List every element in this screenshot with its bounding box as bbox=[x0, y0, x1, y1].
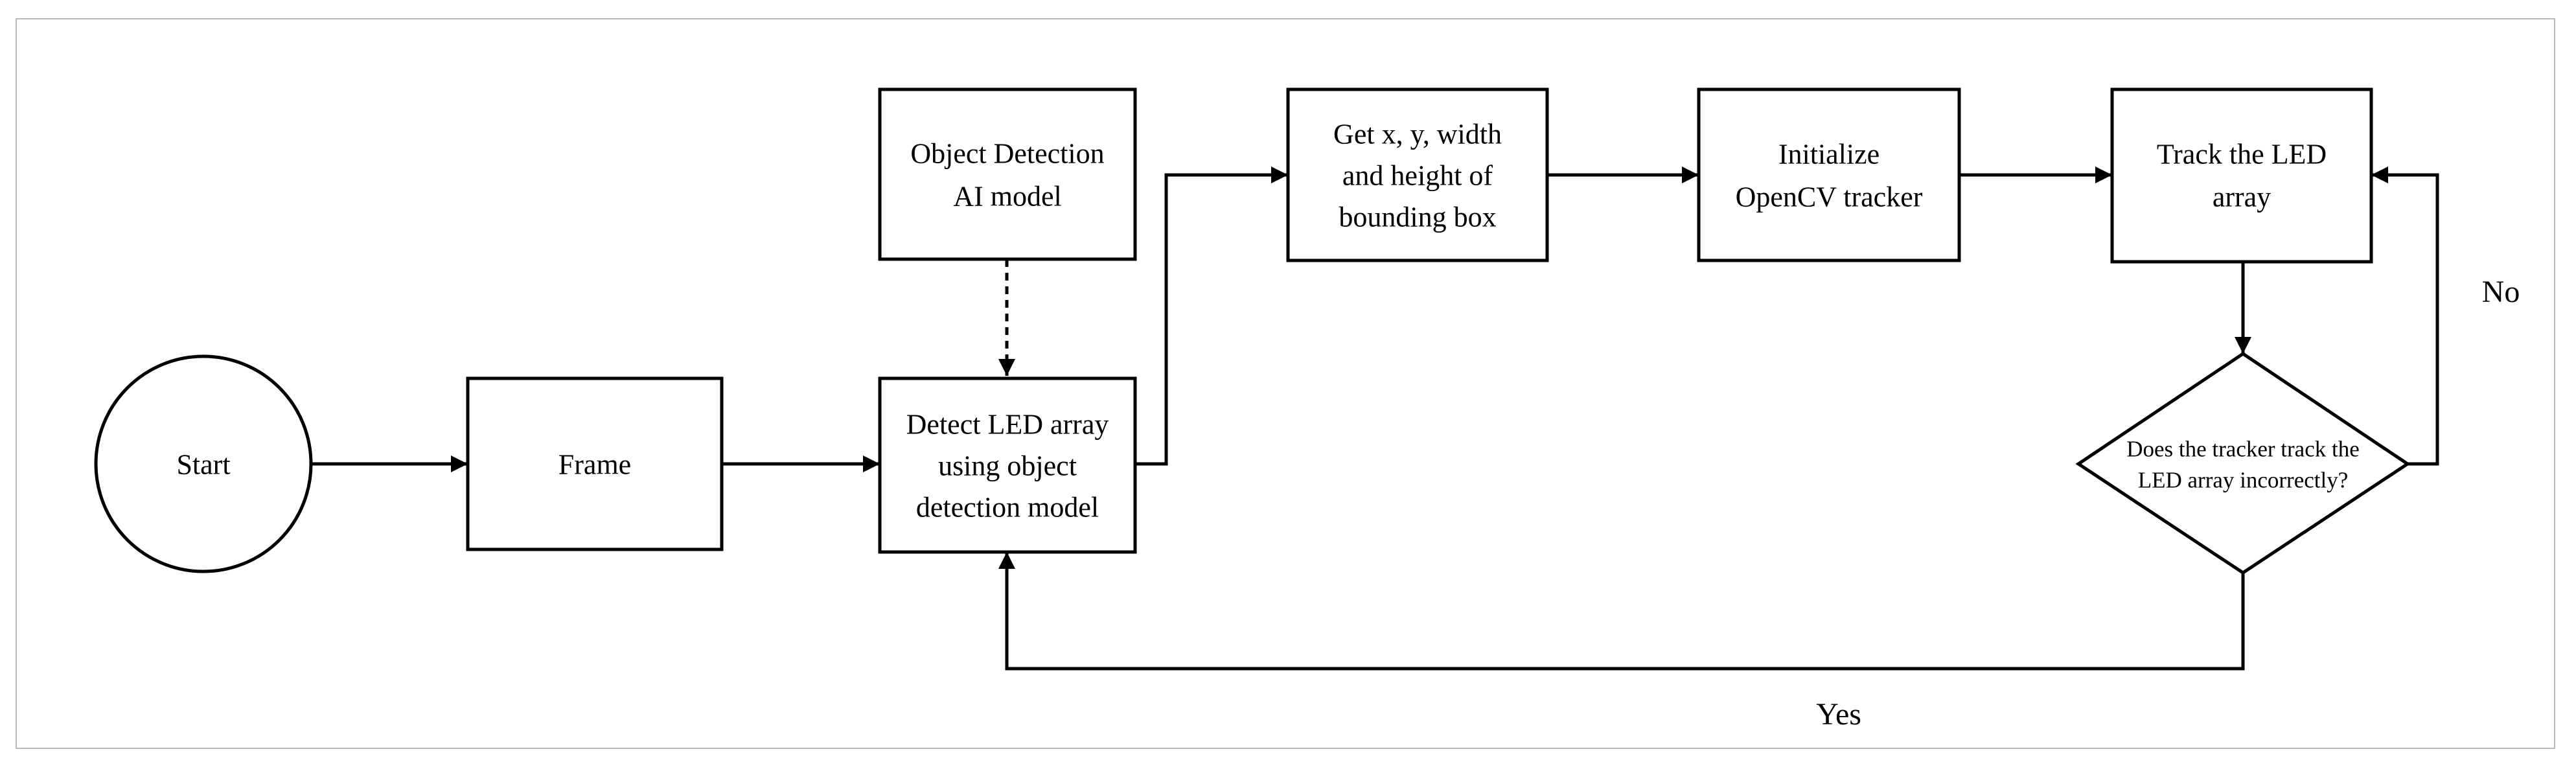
frame-label: Frame bbox=[558, 448, 631, 480]
edge-decision-track-no bbox=[2371, 167, 2439, 466]
track-node bbox=[2110, 87, 2373, 264]
get-bbox-label-line: bounding box bbox=[1339, 201, 1496, 233]
decision-node bbox=[2075, 351, 2411, 575]
track-label-line: Track the LED bbox=[2157, 138, 2327, 170]
start-label: Start bbox=[176, 448, 230, 480]
get-bbox-node bbox=[1286, 87, 1549, 262]
detect-label: Detect LED array using object detection mo… bbox=[906, 408, 1109, 523]
get-bbox-label: Get x, y, width and height of bounding box bbox=[1333, 118, 1502, 233]
detect-label-line: Detect LED array bbox=[906, 408, 1109, 440]
edge-label-yes: Yes bbox=[1816, 697, 1861, 731]
ai-model-label-line: AI model bbox=[953, 180, 1061, 212]
detect-node bbox=[878, 376, 1137, 554]
frame-node bbox=[466, 376, 724, 551]
edge-label-no: No bbox=[2482, 275, 2520, 309]
detect-label-line: detection model bbox=[916, 491, 1099, 523]
frame-label-line: Frame bbox=[558, 448, 631, 480]
get-bbox-label-line: Get x, y, width bbox=[1333, 118, 1502, 150]
diagram-frame bbox=[16, 18, 2555, 749]
decision-label-line: LED array incorrectly? bbox=[2138, 467, 2349, 492]
detect-label-line: using object bbox=[938, 450, 1077, 481]
track-label-line: array bbox=[2213, 181, 2271, 213]
init-tracker-node bbox=[1697, 87, 1961, 262]
init-tracker-label-line: Initialize bbox=[1778, 138, 1880, 170]
ai-model-label: Object Detection AI model bbox=[910, 137, 1104, 212]
track-label: Track the LED array bbox=[2157, 138, 2327, 213]
edge-decision-detect-yes bbox=[998, 552, 2245, 671]
init-tracker-label-line: OpenCV tracker bbox=[1736, 181, 1923, 213]
start-node bbox=[94, 354, 313, 573]
get-bbox-label-line: and height of bbox=[1342, 159, 1493, 191]
decision-label-line: Does the tracker track the bbox=[2126, 436, 2360, 461]
ai-model-node bbox=[878, 87, 1137, 261]
start-label-line: Start bbox=[176, 448, 230, 480]
ai-model-label-line: Object Detection bbox=[910, 137, 1104, 169]
edge-detect-getbbox bbox=[1135, 167, 1288, 466]
